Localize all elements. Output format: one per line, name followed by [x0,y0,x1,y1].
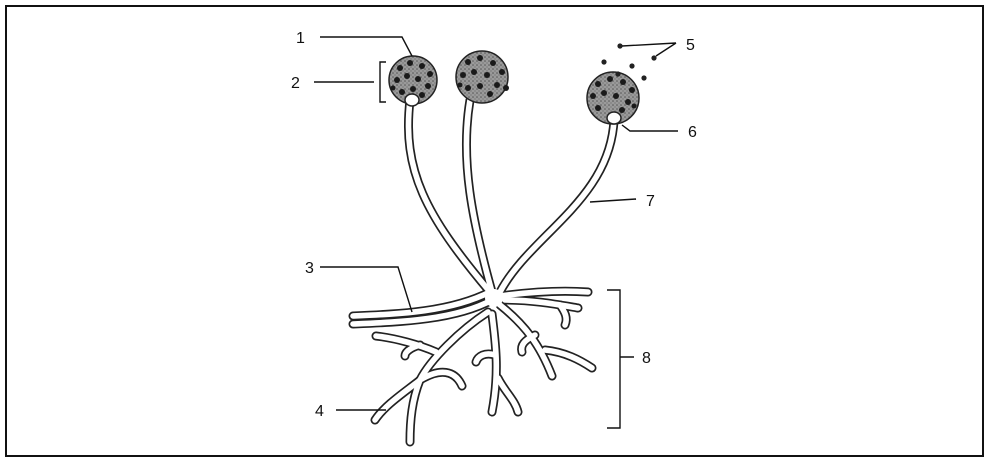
leader-1 [320,37,412,56]
sporangium-left [389,56,437,106]
leader-6 [622,125,678,131]
bracket-2 [380,62,386,102]
columella-right [607,112,621,124]
label-8: 8 [642,350,651,367]
label-2: 2 [291,75,300,92]
label-6: 6 [688,124,697,141]
label-5: 5 [686,37,695,54]
label-3: 3 [305,260,314,277]
bracket-8 [607,290,634,428]
sporangium-middle [456,51,509,103]
columella-left [405,94,419,106]
hyphae-core [353,100,614,442]
leader-7 [590,199,636,202]
label-7: 7 [646,193,655,210]
leader-3 [320,267,412,312]
hyphae-junction [485,289,503,307]
label-4: 4 [315,403,324,420]
leader-5 [622,43,676,56]
sporangium-right [587,72,639,124]
hyphae-network [353,100,614,442]
label-1: 1 [296,30,305,47]
